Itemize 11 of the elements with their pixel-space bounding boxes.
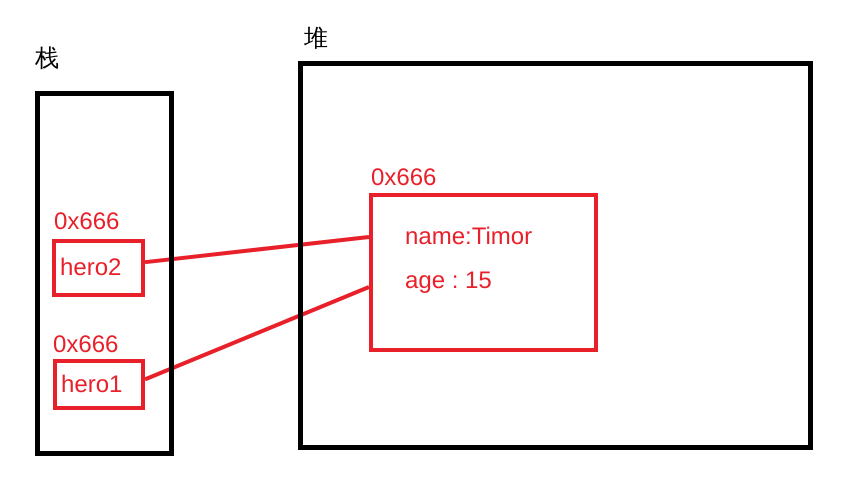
field-text: name:Timor [405,225,532,249]
connector-line [144,285,370,382]
address-label: 0x666 [54,210,120,234]
field-text: age : 15 [405,269,492,293]
heading: 堆 [304,26,328,50]
variable-name: hero1 [61,372,122,396]
connector-line [144,235,370,264]
address-label: 0x666 [371,166,436,190]
variable-name: hero2 [60,256,122,280]
heading: 栈 [35,46,59,70]
address-label: 0x666 [53,333,118,357]
